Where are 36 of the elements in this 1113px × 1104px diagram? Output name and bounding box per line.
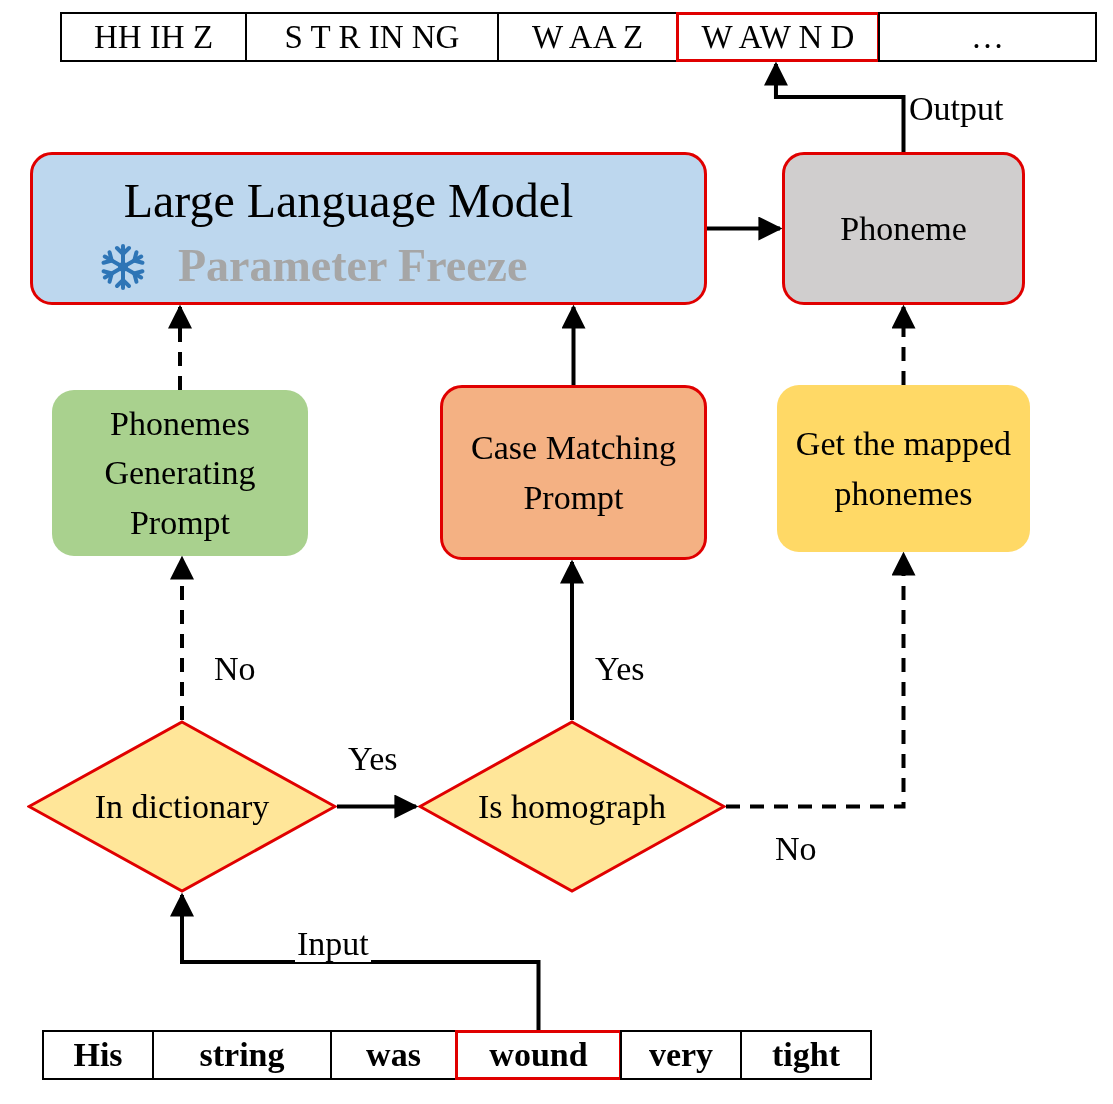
parameter-freeze-text: Parameter Freeze xyxy=(178,239,528,293)
phoneme-cell: W AA Z xyxy=(497,12,678,62)
arrow xyxy=(560,559,584,720)
arrow xyxy=(891,304,916,385)
box-text: Get the mapped phonemes xyxy=(794,424,1013,514)
process-box xyxy=(440,385,707,560)
word-cell: string xyxy=(152,1030,332,1080)
process-box xyxy=(52,390,308,556)
arrow xyxy=(726,551,916,809)
word-cell: His xyxy=(42,1030,154,1080)
box-text: Case Matching Prompt xyxy=(470,428,677,518)
arrow xyxy=(168,304,192,390)
phoneme-cell: W AW N D xyxy=(676,12,880,62)
word-cell: was xyxy=(330,1030,457,1080)
model-box xyxy=(30,152,707,305)
phoneme-cell: S T R IN NG xyxy=(245,12,499,62)
word-cell: tight xyxy=(740,1030,872,1080)
phoneme-cell: … xyxy=(878,12,1097,62)
arrow xyxy=(337,794,419,819)
arrow xyxy=(763,61,906,152)
decision-diamond xyxy=(418,720,726,893)
arrow xyxy=(561,304,586,385)
box-text: Phonemes Generating Prompt xyxy=(103,404,257,543)
arrow xyxy=(170,555,194,720)
process-box xyxy=(782,152,1025,305)
phoneme-cell: HH IH Z xyxy=(60,12,247,62)
decision-diamond xyxy=(27,720,337,893)
decision-label: In dictionary xyxy=(94,787,270,826)
decision-label: Is homograph xyxy=(478,787,666,826)
arrow xyxy=(170,892,541,1030)
arrow xyxy=(707,216,783,241)
word-cell: very xyxy=(620,1030,742,1080)
model-title: Large Language Model xyxy=(122,173,575,229)
process-box xyxy=(777,385,1030,552)
word-cell: wound xyxy=(455,1030,622,1080)
box-text: Phoneme xyxy=(840,208,967,249)
